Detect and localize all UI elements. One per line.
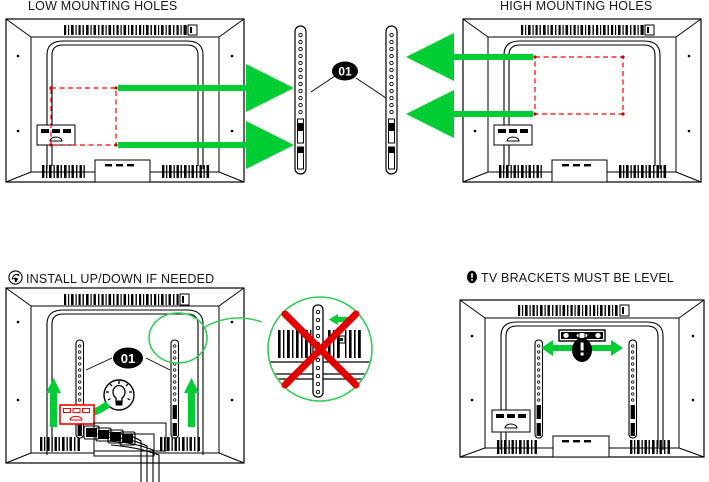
- tv-back-panel: [5, 18, 245, 183]
- panel-brackets-level: [459, 299, 705, 458]
- wall-bracket-rail: [385, 25, 398, 175]
- tv-bracket-rail-right: [628, 339, 638, 439]
- exclamation-circle-icon: [466, 270, 478, 284]
- callout-badge-01: 01: [113, 347, 143, 369]
- tv-bracket-rail-left: [534, 339, 544, 439]
- panel-title-low-mounting-holes: LOW MOUNTING HOLES: [28, 0, 177, 13]
- wall-bracket-rail: [294, 25, 307, 175]
- move-up-arrow-left: [46, 378, 61, 427]
- panel-title-high-text: HIGH MOUNTING HOLES: [500, 0, 653, 13]
- panel-install-up-down: 01: [5, 287, 263, 482]
- callout-leader-line: [310, 73, 339, 93]
- panel-title-level-text: TV BRACKETS MUST BE LEVEL: [481, 271, 675, 285]
- callout-badge-label: 01: [338, 65, 352, 79]
- move-up-arrow-right: [184, 378, 199, 427]
- tv-back-panel: [462, 18, 702, 183]
- callout-leader-left: [85, 357, 113, 371]
- tv-bracket-rail-right: [170, 339, 180, 439]
- cable-bundle: [83, 422, 167, 482]
- callout-badge-01: 01: [332, 61, 358, 81]
- vesa-guide-box-low: [49, 86, 118, 147]
- connector-block-highlight: [59, 404, 95, 425]
- panel-title-high-mounting-holes: HIGH MOUNTING HOLES: [500, 0, 652, 13]
- hand-rotate-icon: [8, 270, 23, 285]
- prohibited-cross-icon: [281, 310, 360, 389]
- prohibited-detail: [267, 296, 373, 402]
- level-warning-badge: [572, 338, 592, 362]
- callout-badge-label: 01: [121, 351, 135, 366]
- tv-back-panel: [459, 299, 705, 458]
- highlight-circle: [148, 312, 208, 364]
- callout-leader-right: [145, 357, 171, 371]
- detail-circle-outline: [267, 296, 373, 402]
- callout-leader-line: [355, 77, 387, 99]
- panel-title-install-text: INSTALL UP/DOWN IF NEEDED: [26, 272, 215, 286]
- panel-title-brackets-level: TV BRACKETS MUST BE LEVEL: [466, 270, 674, 285]
- panel-low-mounting-holes: 01: [5, 18, 358, 183]
- panel-title-low-text: LOW MOUNTING HOLES: [28, 0, 178, 13]
- detail-green-arrow: [329, 314, 349, 325]
- vesa-guide-box-high: [533, 55, 625, 116]
- highlight-leader-line: [204, 317, 263, 328]
- panel-title-install-up-down: INSTALL UP/DOWN IF NEEDED: [8, 270, 214, 286]
- panel-high-mounting-holes: [355, 18, 702, 183]
- lightbulb-icon: [103, 379, 135, 411]
